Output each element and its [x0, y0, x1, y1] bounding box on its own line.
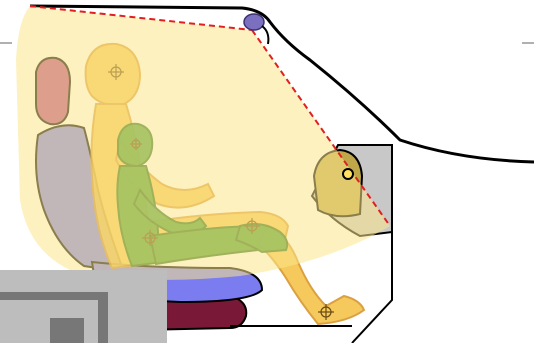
- eye-point: [343, 169, 353, 179]
- dashboard-lower-edge: [352, 232, 392, 343]
- visibility-zone: [16, 6, 390, 280]
- mirror-mount: [262, 26, 268, 44]
- rearview-mirror: [244, 14, 264, 30]
- inset-block: [50, 318, 84, 343]
- inset-panel: [0, 270, 167, 343]
